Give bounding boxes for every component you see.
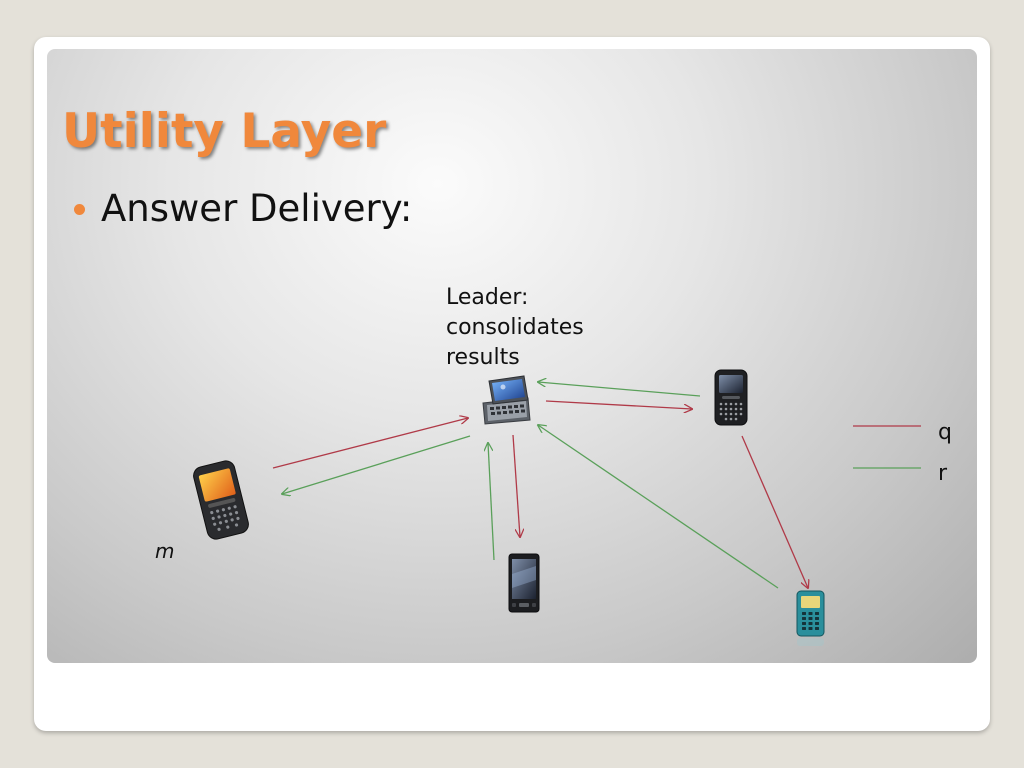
- slide-title: Utility Layer: [62, 104, 387, 159]
- touch-phone-icon: [508, 553, 540, 613]
- arrow-r-top-right-to-leader: [538, 382, 701, 397]
- bullet-item: Answer Delivery:: [74, 186, 412, 230]
- arrow-q-m-to-leader: [272, 418, 468, 469]
- arrow-r-bottom-right-to-leader: [538, 425, 779, 589]
- leader-label-line: results: [446, 345, 520, 370]
- leader-label: Leader: consolidates results: [446, 283, 636, 373]
- arrow-r-leader-to-m: [282, 435, 471, 494]
- leader-label-line: Leader:: [446, 285, 529, 310]
- arrow-q-top-right-to-bottom-right: [741, 435, 808, 588]
- legend-label-q: q: [938, 420, 952, 445]
- arrow-r-bottom-center-to-leader: [488, 443, 495, 561]
- bullet-text: Answer Delivery:: [101, 186, 413, 230]
- bullet-dot-icon: [74, 203, 85, 215]
- smartphone-icon: [193, 460, 249, 540]
- keypad-phone-icon: [796, 590, 825, 646]
- leader-label-line: consolidates: [446, 315, 584, 340]
- pda-device-icon: [482, 375, 531, 425]
- device-label-m: m: [155, 539, 175, 563]
- legend-label-r: r: [938, 461, 948, 486]
- arrow-q-leader-to-bottom-center: [512, 434, 520, 537]
- smartphone-icon: [714, 369, 748, 426]
- arrow-q-leader-to-top-right: [545, 400, 692, 409]
